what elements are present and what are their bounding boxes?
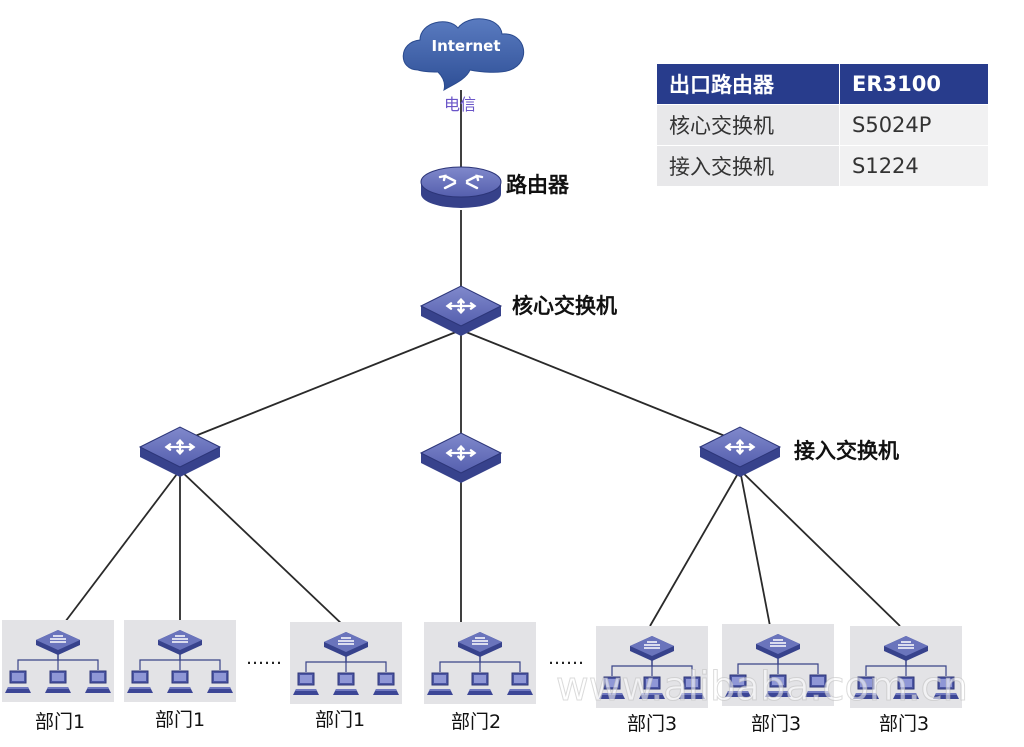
spec-header-cell: ER3100 [839,63,989,105]
department-switch-icon [630,636,674,661]
department-label: 部门1 [315,709,365,731]
department-label: 部门1 [35,711,85,733]
ellipsis: …… [548,648,584,669]
department-label: 部门3 [627,713,677,735]
department-network [2,620,114,702]
router-label: 路由器 [506,173,570,197]
department-switch-icon [36,630,80,655]
department-label: 部门2 [451,711,501,733]
department-network [850,626,962,708]
internet-label: Internet [431,37,500,55]
department-network [124,620,236,702]
core-switch-label: 核心交换机 [512,294,617,318]
department-switch-icon [756,634,800,659]
ellipsis: …… [246,648,282,669]
spec-header-cell: 出口路由器 [656,63,840,105]
internet-cloud-icon [402,18,525,92]
access-switch-label: 接入交换机 [794,439,899,463]
access-switch-icon [419,432,503,483]
department-switch-icon [458,632,502,657]
department-label: 部门1 [155,709,205,731]
department-switch-icon [884,636,928,661]
department-label: 部门3 [879,713,929,735]
spec-cell: 接入交换机 [656,145,840,187]
department-network [424,622,536,704]
device-spec-table: 出口路由器 ER3100 核心交换机 S5024P 接入交换机 S1224 [656,63,989,187]
department-switch-icon [158,630,202,655]
watermark: www.alibaba.com.cn [556,664,968,710]
department-network [596,626,708,708]
isp-label: 电信 [444,95,476,114]
access-switch-icon [698,426,782,477]
spec-table-row: 接入交换机 S1224 [656,145,989,187]
access-switch-icon [138,426,222,477]
spec-table-header: 出口路由器 ER3100 [656,63,989,105]
spec-cell: S1224 [839,145,989,187]
department-network [290,622,402,704]
spec-cell: 核心交换机 [656,104,840,146]
department-groups [2,620,962,708]
core-switch-icon [419,285,503,336]
spec-table-row: 核心交换机 S5024P [656,104,989,146]
router-icon [420,166,502,208]
department-label: 部门3 [751,713,801,735]
department-network [722,624,834,706]
department-switch-icon [324,632,368,657]
spec-cell: S5024P [839,104,989,146]
connection-lines [61,90,901,627]
